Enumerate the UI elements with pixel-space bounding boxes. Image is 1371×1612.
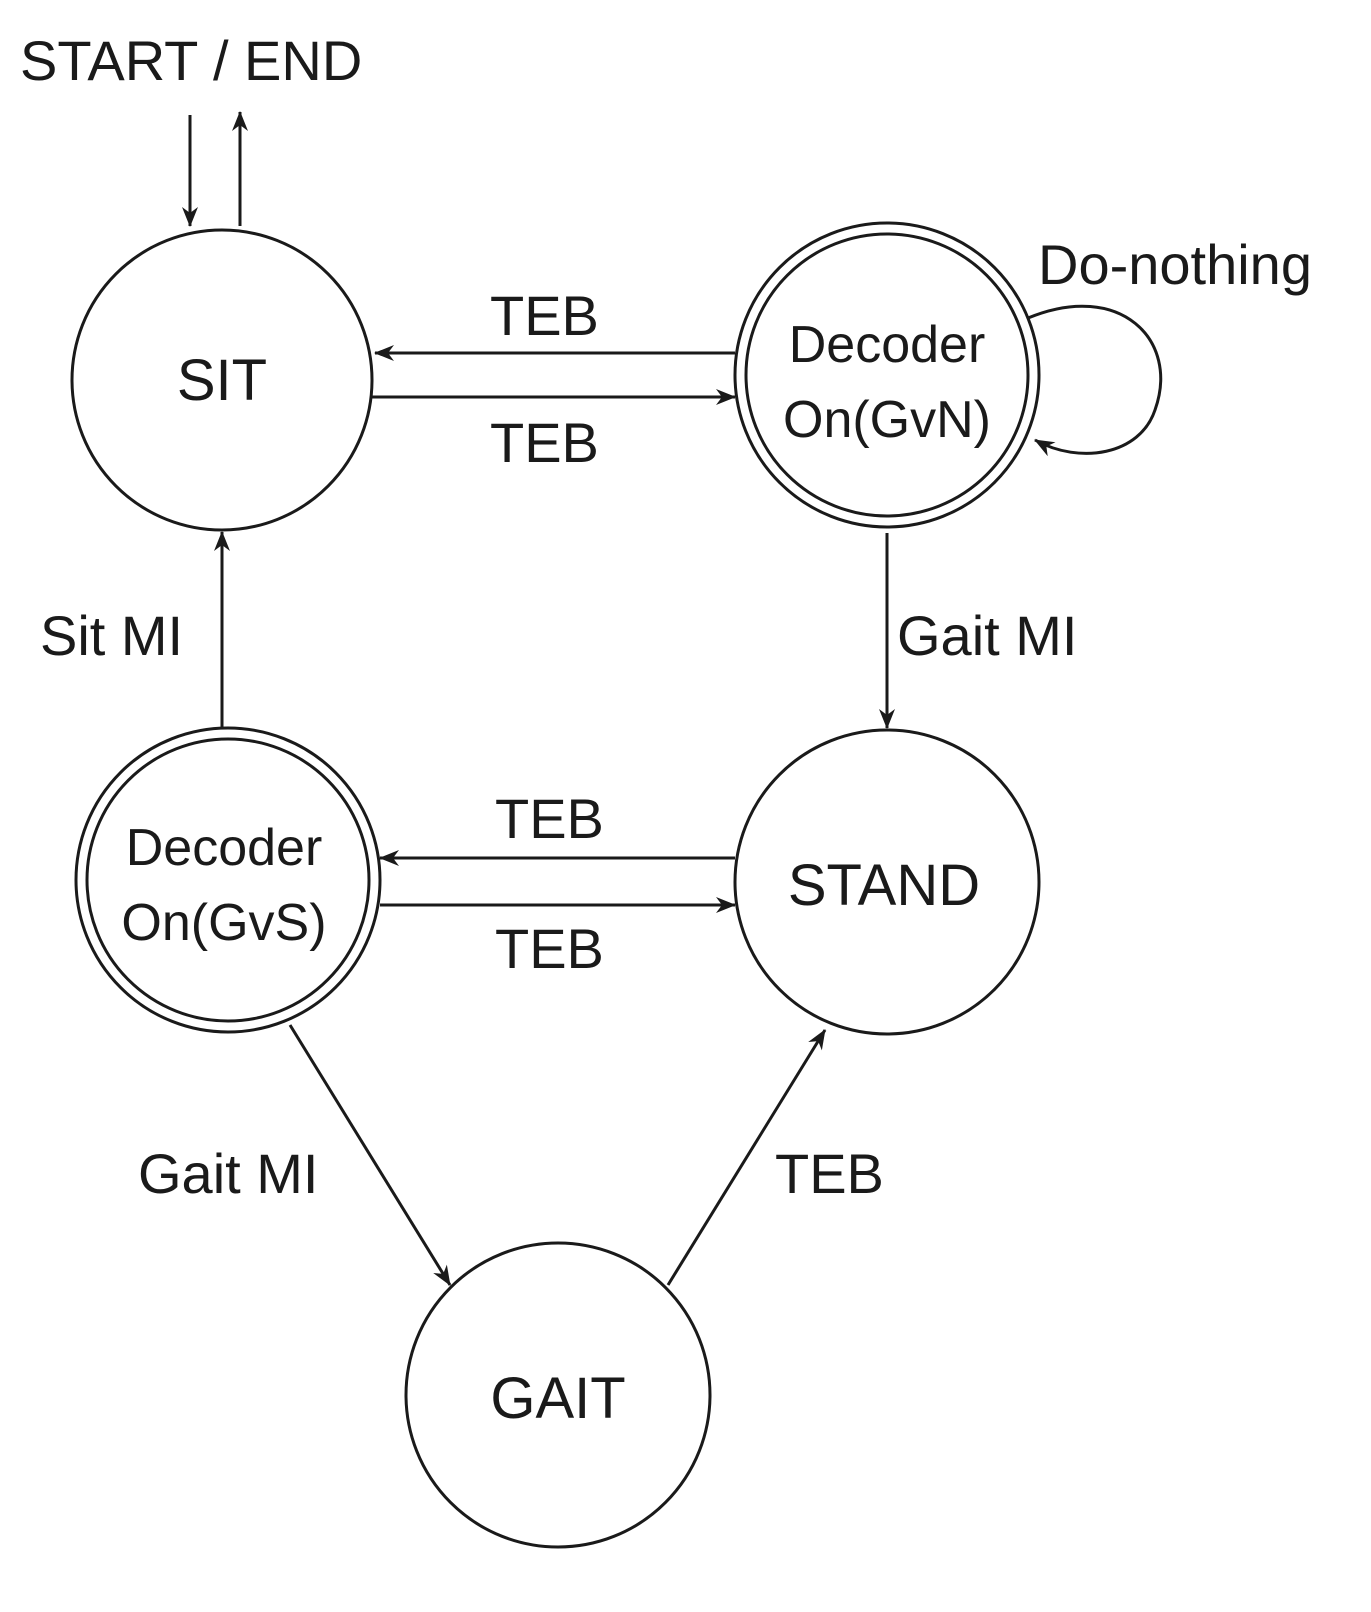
state-decoder-gvs-inner: [85, 737, 371, 1023]
edge-gvs-to-gait: [288, 1024, 452, 1286]
edge-gvn-self-label: Do-nothing: [1038, 233, 1312, 296]
edge-gait-to-stand-label: TEB: [775, 1142, 884, 1205]
state-sit: SIT: [70, 228, 374, 532]
state-decoder-gvs-label-line2: On(GvS): [121, 894, 326, 952]
edge-stand-to-gvs-label: TEB: [495, 787, 604, 850]
state-decoder-gvn-label-line2: On(GvN): [783, 391, 991, 449]
state-decoder-gvn-outer: [733, 221, 1041, 529]
state-gait: GAIT: [404, 1241, 712, 1549]
edge-gait-to-stand: [666, 1029, 827, 1286]
state-decoder-gvs-outer: [74, 726, 382, 1034]
state-stand: STAND: [733, 728, 1041, 1036]
edge-gvn-to-stand-label: Gait MI: [897, 604, 1077, 667]
edge-gvn-self-loop: [1027, 304, 1163, 457]
state-sit-circle: [70, 228, 374, 532]
state-sit-label: SIT: [177, 348, 267, 413]
state-decoder-gvs-label-line1: Decoder: [126, 819, 323, 877]
state-gait-circle: [404, 1241, 712, 1549]
edge-sit-to-gvn-label: TEB: [490, 411, 599, 474]
state-decoder-gvn-inner: [744, 232, 1030, 518]
state-decoder-gvn: Decoder On(GvN): [733, 221, 1041, 529]
edge-gvn-to-sit-label: TEB: [490, 284, 599, 347]
edge-gvs-to-stand-label: TEB: [495, 917, 604, 980]
state-decoder-gvs: Decoder On(GvS): [74, 726, 382, 1034]
edge-gvs-to-sit-label: Sit MI: [40, 604, 183, 667]
state-stand-label: STAND: [788, 853, 980, 918]
edge-gvs-to-gait-label: Gait MI: [138, 1142, 318, 1205]
state-stand-circle: [733, 728, 1041, 1036]
state-gait-label: GAIT: [490, 1366, 625, 1431]
start-end-label: START / END: [20, 29, 362, 92]
state-decoder-gvn-label-line1: Decoder: [789, 316, 986, 374]
